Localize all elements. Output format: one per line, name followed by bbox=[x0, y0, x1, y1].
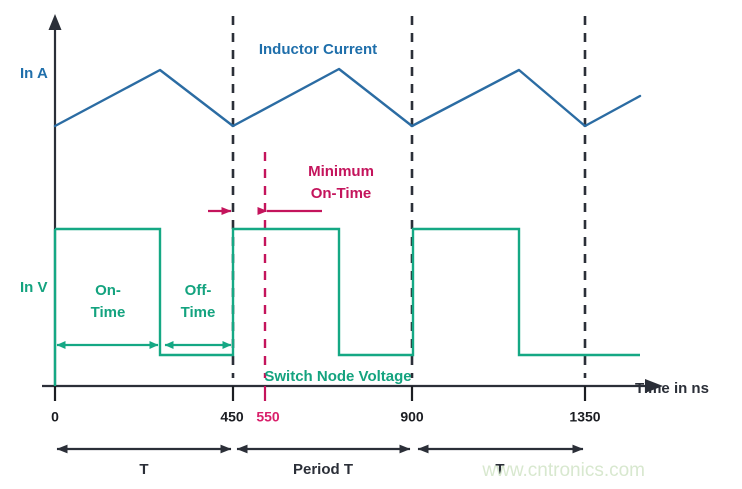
x-axis-label: Time in ns bbox=[635, 380, 709, 397]
y-axis-arrowhead-icon bbox=[48, 14, 62, 30]
switch-node-voltage-waveform bbox=[55, 227, 640, 357]
x-axis-arrowhead-icon bbox=[645, 379, 663, 393]
inductor-current-label: Inductor Current bbox=[259, 41, 377, 58]
inductor-current-waveform bbox=[53, 67, 642, 128]
x-axis-ticks bbox=[53, 386, 587, 401]
switch-node-voltage-label: Switch Node Voltage bbox=[264, 368, 411, 385]
on-time-label-line2: Time bbox=[91, 304, 126, 321]
period-label-period-t: Period T bbox=[293, 461, 353, 478]
x-axis bbox=[42, 379, 663, 393]
tick-label-0: 0 bbox=[51, 409, 59, 425]
minimum-on-time-label-line1: Minimum bbox=[308, 163, 374, 180]
y-axis-label-voltage: In V bbox=[20, 279, 48, 296]
period-label-t-right: T bbox=[495, 461, 504, 478]
period-label-t-left: T bbox=[139, 461, 148, 478]
off-time-label-line1: Off- bbox=[185, 282, 212, 299]
tick-label-900: 900 bbox=[400, 409, 424, 425]
period-marker-lines bbox=[231, 16, 587, 378]
on-time-label-line1: On- bbox=[95, 282, 121, 299]
watermark: www.cntronics.com bbox=[481, 460, 645, 481]
off-time-label-line2: Time bbox=[181, 304, 216, 321]
minimum-on-time-label-line2: On-Time bbox=[311, 185, 372, 202]
y-axis-label-current: In A bbox=[20, 65, 48, 82]
tick-label-550: 550 bbox=[256, 409, 280, 425]
tick-label-1350: 1350 bbox=[569, 409, 600, 425]
tick-label-450: 450 bbox=[220, 409, 244, 425]
